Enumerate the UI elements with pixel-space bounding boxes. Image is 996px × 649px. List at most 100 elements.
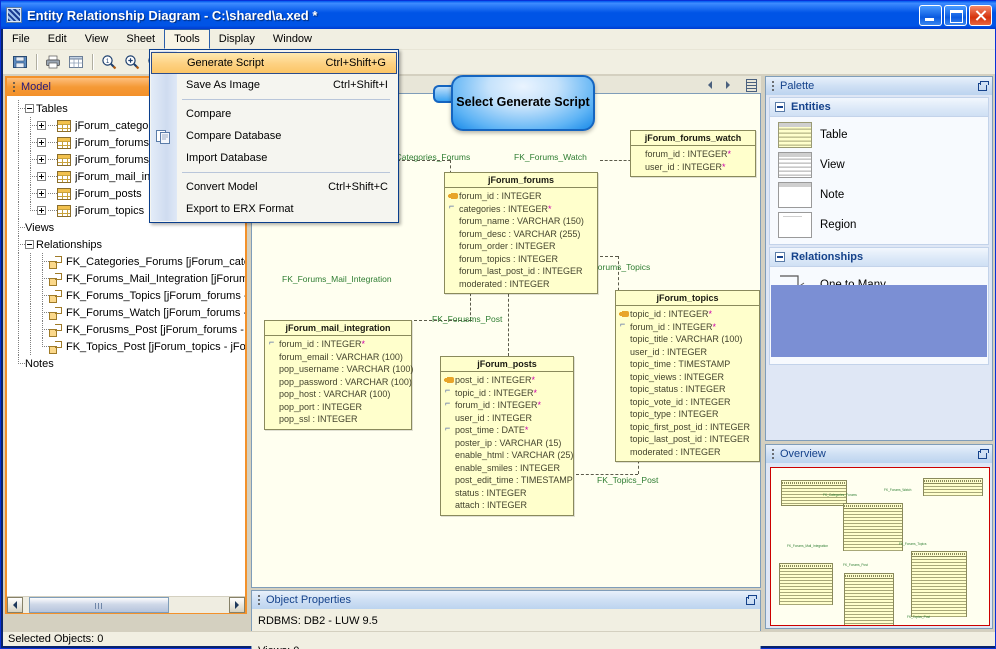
er-column: pop_username : VARCHAR (100) bbox=[268, 363, 413, 376]
menu-edit[interactable]: Edit bbox=[47, 33, 67, 45]
title-bar: Entity Relationship Diagram - C:\shared\… bbox=[1, 1, 996, 29]
er-column: topic_id : INTEGER* bbox=[619, 308, 755, 321]
menu-view[interactable]: View bbox=[84, 33, 109, 45]
palette-group-relationships-header[interactable]: Relationships bbox=[770, 248, 988, 267]
er-table-jforum-forums-watch[interactable]: jForum_forums_watch forum_id : INTEGER* … bbox=[630, 130, 756, 177]
prev-icon[interactable] bbox=[702, 78, 715, 91]
tree-guide bbox=[13, 304, 25, 321]
tree-item-tables[interactable]: Tables bbox=[13, 100, 245, 117]
palette-item-table[interactable]: Table bbox=[770, 120, 988, 150]
model-tree-hscrollbar[interactable] bbox=[7, 596, 245, 613]
menu-window[interactable]: Window bbox=[272, 33, 312, 45]
tree-toggle-tables[interactable] bbox=[25, 104, 34, 113]
er-column: user_id : INTEGER* bbox=[634, 161, 751, 174]
overview-label: FK_Categories_Forums bbox=[823, 493, 857, 497]
tools-dropdown-menu[interactable]: Generate Script Ctrl+Shift+G Save As Ima… bbox=[149, 49, 399, 223]
close-button[interactable] bbox=[969, 4, 992, 26]
tree-toggle-relationships[interactable] bbox=[25, 240, 34, 249]
menu-sheet[interactable]: Sheet bbox=[126, 33, 156, 45]
restore-panel-icon[interactable] bbox=[975, 79, 989, 93]
model-tree[interactable]: Tables jForum_categories bbox=[7, 96, 245, 595]
palette-group-entities: Entities Table View Note bbox=[769, 97, 989, 245]
er-table-columns: forum_id : INTEGER categories : INTEGER*… bbox=[445, 188, 597, 293]
tree-item-fk-forums-topics[interactable]: FK_Forums_Topics [jForum_forums - jForum… bbox=[13, 287, 245, 304]
er-table-jforum-topics[interactable]: jForum_topics topic_id : INTEGER* forum_… bbox=[615, 290, 760, 462]
tree-toggle[interactable] bbox=[37, 189, 46, 198]
tree-toggle[interactable] bbox=[37, 155, 46, 164]
restore-panel-icon[interactable] bbox=[743, 593, 757, 607]
menu-item-save-as-image[interactable]: Save As Image Ctrl+Shift+I bbox=[150, 74, 398, 96]
menu-item-export-to-erx-format[interactable]: Export to ERX Format bbox=[150, 198, 398, 220]
save-icon[interactable] bbox=[9, 52, 31, 73]
maximize-button[interactable] bbox=[944, 4, 967, 26]
scroll-thumb[interactable] bbox=[29, 596, 169, 613]
er-table-jforum-mail-integration[interactable]: jForum_mail_integration forum_id : INTEG… bbox=[264, 320, 413, 430]
menu-file[interactable]: File bbox=[12, 33, 30, 45]
scroll-track[interactable] bbox=[23, 596, 229, 613]
diagram-canvas[interactable]: FK_Categories_Forums FK_Forums_Watch FK_… bbox=[251, 93, 761, 588]
minimize-button[interactable] bbox=[919, 4, 942, 26]
tree-item-fk-forusms-post[interactable]: FK_Forusms_Post [jForum_forums - jForum_… bbox=[13, 321, 245, 338]
tree-item-fk-categories-forums[interactable]: FK_Categories_Forums [jForum_categories … bbox=[13, 253, 245, 270]
menu-item-import-database[interactable]: Import Database bbox=[150, 147, 398, 169]
collapse-icon[interactable] bbox=[775, 102, 785, 112]
connector-forums-watch bbox=[600, 160, 636, 161]
palette-item-view[interactable]: View bbox=[770, 150, 988, 180]
zoom-actual-icon[interactable]: 1 bbox=[98, 52, 120, 73]
foreign-key-icon bbox=[619, 319, 630, 331]
palette-item-note[interactable]: Note bbox=[770, 180, 988, 210]
menu-item-label: Compare bbox=[186, 108, 232, 120]
tree-item-views[interactable]: Views bbox=[13, 219, 245, 236]
tree-guide bbox=[25, 338, 37, 355]
tree-item-notes[interactable]: Notes bbox=[13, 355, 245, 372]
menu-item-compare-database[interactable]: Compare Database bbox=[150, 125, 398, 147]
menu-item-convert-model[interactable]: Convert Model Ctrl+Shift+C bbox=[150, 176, 398, 198]
required-marker: * bbox=[533, 387, 538, 398]
column-key-icon bbox=[619, 397, 630, 406]
tree-toggle[interactable] bbox=[37, 121, 46, 130]
scroll-right-icon[interactable] bbox=[229, 596, 245, 613]
menu-tools[interactable]: Tools bbox=[164, 29, 210, 49]
menu-bar: File Edit View Sheet Tools Display Windo… bbox=[3, 29, 995, 50]
scroll-left-icon[interactable] bbox=[7, 596, 23, 613]
palette-group-entities-header[interactable]: Entities bbox=[770, 98, 988, 117]
collapse-icon[interactable] bbox=[775, 252, 785, 262]
menu-item-label: Export to ERX Format bbox=[186, 203, 294, 215]
column-key-icon bbox=[268, 377, 279, 386]
menu-item-generate-script[interactable]: Generate Script Ctrl+Shift+G bbox=[151, 52, 397, 74]
er-table-jforum-posts[interactable]: jForum_posts post_id : INTEGER* topic_id… bbox=[440, 356, 574, 516]
print-icon[interactable] bbox=[42, 52, 64, 73]
palette-item-label: Note bbox=[820, 189, 845, 201]
column-key-icon bbox=[268, 352, 279, 361]
tree-toggle[interactable] bbox=[37, 206, 46, 215]
tree-toggle[interactable] bbox=[37, 172, 46, 181]
tree-toggle[interactable] bbox=[37, 138, 46, 147]
menu-display[interactable]: Display bbox=[218, 33, 255, 45]
tree-item-fk-forums-watch[interactable]: FK_Forums_Watch [jForum_forums - jForum_… bbox=[13, 304, 245, 321]
tree-item-fk-forums-mail-integration[interactable]: FK_Forums_Mail_Integration [jForum_forum… bbox=[13, 270, 245, 287]
tree-item-jforum-posts[interactable]: jForum_posts bbox=[13, 185, 245, 202]
list-icon[interactable] bbox=[744, 78, 757, 92]
overview-thumbnail[interactable]: FK_Categories_Forums FK_Forums_Watch FK_… bbox=[770, 467, 990, 626]
er-column: moderated : INTEGER bbox=[619, 446, 755, 459]
table-icon bbox=[57, 170, 71, 183]
er-table-jforum-forums[interactable]: jForum_forums forum_id : INTEGER categor… bbox=[444, 172, 598, 294]
tree-item-jforum-forums[interactable]: jForum_forums bbox=[13, 134, 245, 151]
tree-item-fk-topics-post[interactable]: FK_Topics_Post [jForum_topics - jForum_p… bbox=[13, 338, 245, 355]
restore-panel-icon[interactable] bbox=[975, 447, 989, 461]
column-key-icon bbox=[444, 463, 455, 472]
model-panel-title: Model bbox=[21, 81, 51, 93]
grid-icon[interactable] bbox=[65, 52, 87, 73]
column-key-icon bbox=[619, 360, 630, 369]
menu-separator bbox=[182, 99, 390, 100]
er-column: status : INTEGER bbox=[444, 487, 569, 500]
zoom-in-icon[interactable] bbox=[121, 52, 143, 73]
palette-item-region[interactable]: Region bbox=[770, 210, 988, 240]
tree-item-jforum-topics[interactable]: jForum_topics bbox=[13, 202, 245, 219]
menu-item-compare[interactable]: Compare bbox=[150, 103, 398, 125]
er-column: topic_first_post_id : INTEGER bbox=[619, 421, 755, 434]
tree-item-jforum-categories[interactable]: jForum_categories bbox=[13, 117, 245, 134]
er-column: user_id : INTEGER bbox=[619, 346, 755, 359]
tree-item-relationships[interactable]: Relationships bbox=[13, 236, 245, 253]
next-icon[interactable] bbox=[723, 78, 736, 91]
